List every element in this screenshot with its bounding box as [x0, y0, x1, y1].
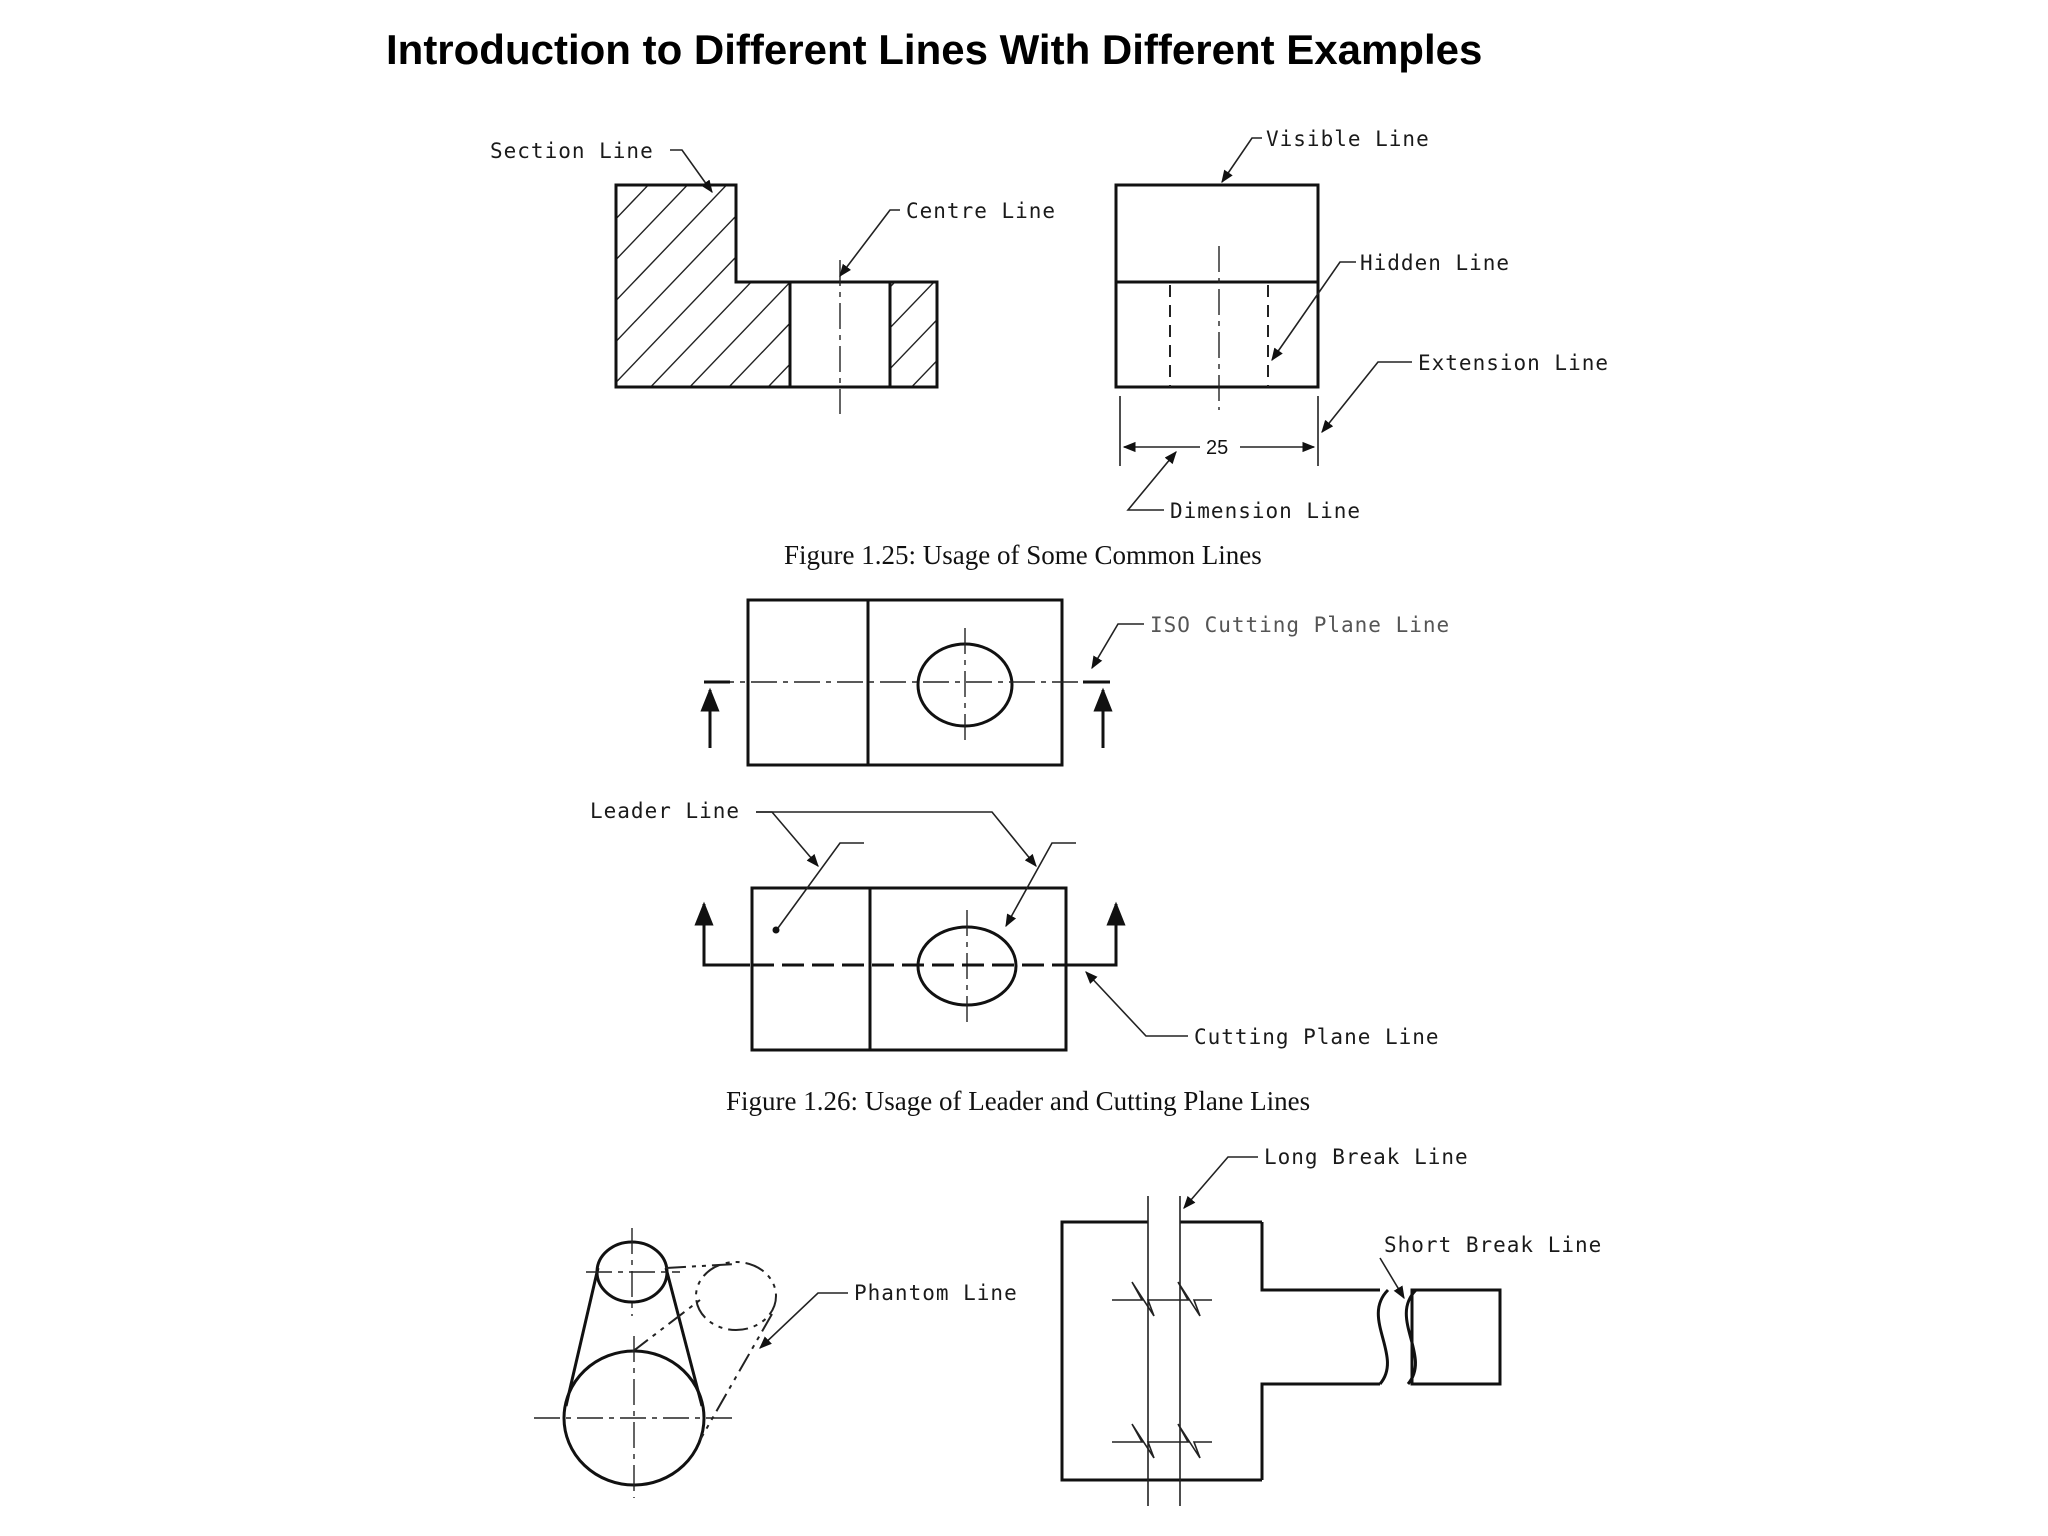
section-outline — [614, 183, 939, 389]
phantom-line-label: Phantom Line — [854, 1281, 1018, 1305]
iso-cutting-plane-label: ISO Cutting Plane Line — [1150, 613, 1450, 637]
leader-line-label: Leader Line — [590, 799, 740, 823]
extension-line-label: Extension Line — [1418, 351, 1609, 375]
leader-line-right — [1005, 842, 1076, 928]
dimension-value: 25 — [1206, 437, 1228, 459]
pulley-part — [534, 1228, 777, 1498]
short-break-line-label: Short Break Line — [1384, 1233, 1602, 1257]
leader-line-left — [777, 842, 864, 929]
hidden-line-label: Hidden Line — [1360, 251, 1510, 275]
top-view-part — [700, 598, 1113, 767]
phantom-line-edge-top — [665, 1263, 737, 1269]
figure-break-lines: Phantom Line Long Break Line Short Break… — [534, 1145, 1602, 1506]
short-break-curve-right — [1404, 1288, 1418, 1385]
bottom-view-part — [694, 842, 1126, 1052]
section-line-label: Section Line — [490, 139, 654, 163]
long-break-line-label: Long Break Line — [1264, 1145, 1469, 1169]
page-title: Introduction to Different Lines With Dif… — [386, 26, 1483, 73]
figure-1-26: ISO Cutting Plane Line Leader Line Cutti… — [590, 598, 1450, 1116]
phantom-line-circle — [695, 1261, 777, 1331]
dimension-line-label: Dimension Line — [1170, 499, 1361, 523]
figure-1-25-caption: Figure 1.25: Usage of Some Common Lines — [784, 540, 1262, 570]
figure-1-26-caption: Figure 1.26: Usage of Leader and Cutting… — [726, 1086, 1310, 1116]
centre-line-label: Centre Line — [906, 199, 1056, 223]
section-hatching-right — [890, 282, 937, 387]
long-break-zigzag-lower — [1112, 1423, 1212, 1459]
long-break-zigzag-upper — [1112, 1281, 1212, 1317]
front-view-part: 25 — [1114, 183, 1320, 466]
visible-line-label: Visible Line — [1266, 127, 1430, 151]
figure-1-25: Section Line Centre Line 25 Visible Line… — [490, 127, 1609, 570]
cutting-plane-line-label: Cutting Plane Line — [1194, 1025, 1440, 1049]
short-break-curve-left — [1376, 1288, 1390, 1385]
phantom-line-edge-bottom — [699, 1313, 773, 1441]
shaft-part — [1060, 1196, 1502, 1506]
leader-dot — [772, 926, 780, 934]
